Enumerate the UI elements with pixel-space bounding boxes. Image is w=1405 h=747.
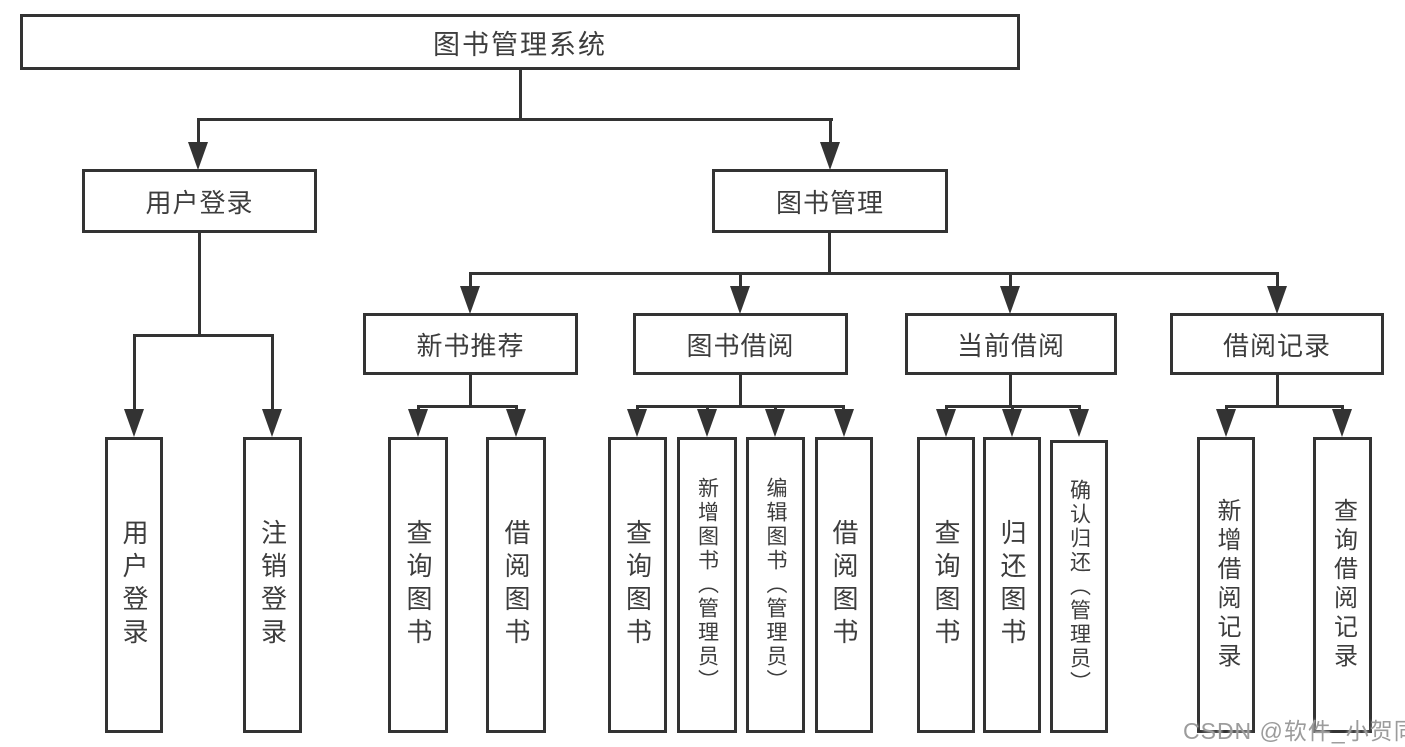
node-label: 归还图书	[997, 519, 1027, 651]
node-label: 查询图书	[403, 519, 433, 651]
arrow-down-icon	[936, 409, 956, 437]
node-new-book-recommendation: 新书推荐	[363, 313, 578, 375]
node-label: 图书借阅	[686, 330, 795, 361]
node-label: 编辑图书（管理员）	[764, 477, 787, 693]
arrow-down-icon	[1069, 409, 1089, 437]
arrow-down-icon	[408, 409, 428, 437]
connector-root-stem	[519, 70, 522, 118]
connector-drop-book-management	[829, 118, 832, 145]
node-label: 确认归还（管理员）	[1067, 478, 1091, 695]
leaf-borrow-books-borrowing: 借阅图书	[815, 437, 873, 733]
csdn-watermark: CSDN @软件_小贺同学	[1183, 718, 1405, 744]
node-label: 查询图书	[931, 519, 961, 651]
node-root-library-management-system: 图书管理系统	[20, 14, 1020, 70]
arrow-down-icon	[1002, 409, 1022, 437]
leaf-return-books: 归还图书	[983, 437, 1041, 733]
connector-drop-new-book	[469, 272, 472, 288]
connector-new-book-bus	[417, 405, 518, 408]
leaf-logout: 注销登录	[243, 437, 302, 733]
leaf-add-book-admin: 新增图书（管理员）	[677, 437, 737, 733]
leaf-query-books-current: 查询图书	[917, 437, 975, 733]
connector-book-management-bus	[469, 272, 1279, 275]
node-label: 查询图书	[622, 519, 653, 651]
connector-drop-book-borrow	[739, 272, 742, 288]
leaf-query-books-recommend: 查询图书	[388, 437, 448, 733]
connector-drop-user-login	[197, 118, 200, 145]
connector-root-bus	[197, 118, 833, 121]
leaf-borrow-books-recommend: 借阅图书	[486, 437, 546, 733]
leaf-query-borrow-record: 查询借阅记录	[1313, 437, 1372, 733]
node-label: 新增图书（管理员）	[695, 477, 719, 693]
connector-new-book-stem	[469, 375, 472, 408]
arrow-down-icon	[627, 409, 647, 437]
node-label: 查询借阅记录	[1329, 498, 1357, 672]
leaf-query-books-borrowing: 查询图书	[608, 437, 667, 733]
node-label: 图书管理	[775, 187, 884, 218]
leaf-edit-book-admin: 编辑图书（管理员）	[746, 437, 805, 733]
node-label: 用户登录	[119, 519, 149, 651]
node-book-management: 图书管理	[712, 169, 948, 233]
node-label: 注销登录	[257, 519, 288, 651]
connector-drop-leaf	[271, 334, 274, 412]
node-label: 新书推荐	[416, 330, 525, 361]
arrow-down-icon	[1216, 409, 1236, 437]
arrow-down-icon	[820, 142, 840, 170]
arrow-down-icon	[765, 409, 785, 437]
node-label: 用户登录	[145, 187, 254, 218]
arrow-down-icon	[834, 409, 854, 437]
node-user-login: 用户登录	[82, 169, 317, 233]
arrow-down-icon	[1332, 409, 1352, 437]
node-label: 图书管理系统	[433, 29, 607, 60]
arrow-down-icon	[460, 286, 480, 314]
node-borrowing-records: 借阅记录	[1170, 313, 1384, 375]
node-book-borrowing: 图书借阅	[633, 313, 848, 375]
node-current-borrowing: 当前借阅	[905, 313, 1117, 375]
connector-drop-borrow-records	[1276, 272, 1279, 288]
connector-user-login-bus	[133, 334, 274, 337]
arrow-down-icon	[188, 142, 208, 170]
arrow-down-icon	[1267, 286, 1287, 314]
node-label: 借阅图书	[501, 519, 531, 651]
arrow-down-icon	[697, 409, 717, 437]
arrow-down-icon	[124, 409, 144, 437]
connector-borrow-records-stem	[1276, 375, 1279, 408]
leaf-user-login: 用户登录	[105, 437, 163, 733]
node-label: 借阅图书	[829, 519, 859, 651]
leaf-add-borrow-record: 新增借阅记录	[1197, 437, 1255, 733]
connector-borrow-records-bus	[1225, 405, 1344, 408]
arrow-down-icon	[1000, 286, 1020, 314]
connector-drop-leaf	[133, 334, 136, 412]
connector-book-management-stem	[828, 233, 831, 275]
connector-user-login-stem	[198, 233, 201, 337]
connector-drop-current-borrow	[1009, 272, 1012, 288]
arrow-down-icon	[506, 409, 526, 437]
leaf-confirm-return-admin: 确认归还（管理员）	[1050, 440, 1108, 733]
connector-book-borrow-stem	[739, 375, 742, 408]
node-label: 新增借阅记录	[1213, 498, 1240, 672]
arrow-down-icon	[730, 286, 750, 314]
node-label: 借阅记录	[1222, 330, 1331, 361]
node-label: 当前借阅	[956, 330, 1065, 361]
arrow-down-icon	[262, 409, 282, 437]
connector-current-borrow-stem	[1009, 375, 1012, 408]
connector-book-borrow-bus	[636, 405, 845, 408]
